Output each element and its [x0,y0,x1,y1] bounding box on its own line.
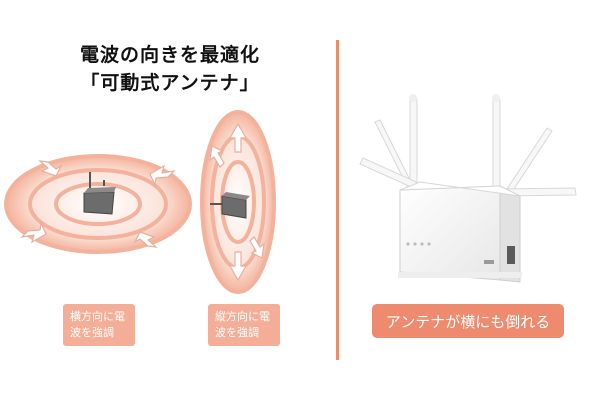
headline-line-1: 電波の向きを最適化 [79,44,260,66]
vertical-emphasis-badge: 縦方向に電波を強調 [208,304,280,346]
vertical-wave-rings [200,110,276,294]
horizontal-arrows [20,160,176,248]
vertical-divider [336,40,339,360]
router-icon-vertical [210,192,250,219]
antenna-tilt-badge: アンテナが横にも倒れる [372,304,564,338]
headline-line-2: 「可動式アンテナ」 [80,72,260,94]
vertical-arrows [209,122,265,282]
router-product-image [359,94,577,283]
router-icon-horizontal [83,172,116,215]
horizontal-emphasis-badge: 横方向に電波を強調 [63,304,135,346]
horizontal-wave-rings [4,154,192,254]
